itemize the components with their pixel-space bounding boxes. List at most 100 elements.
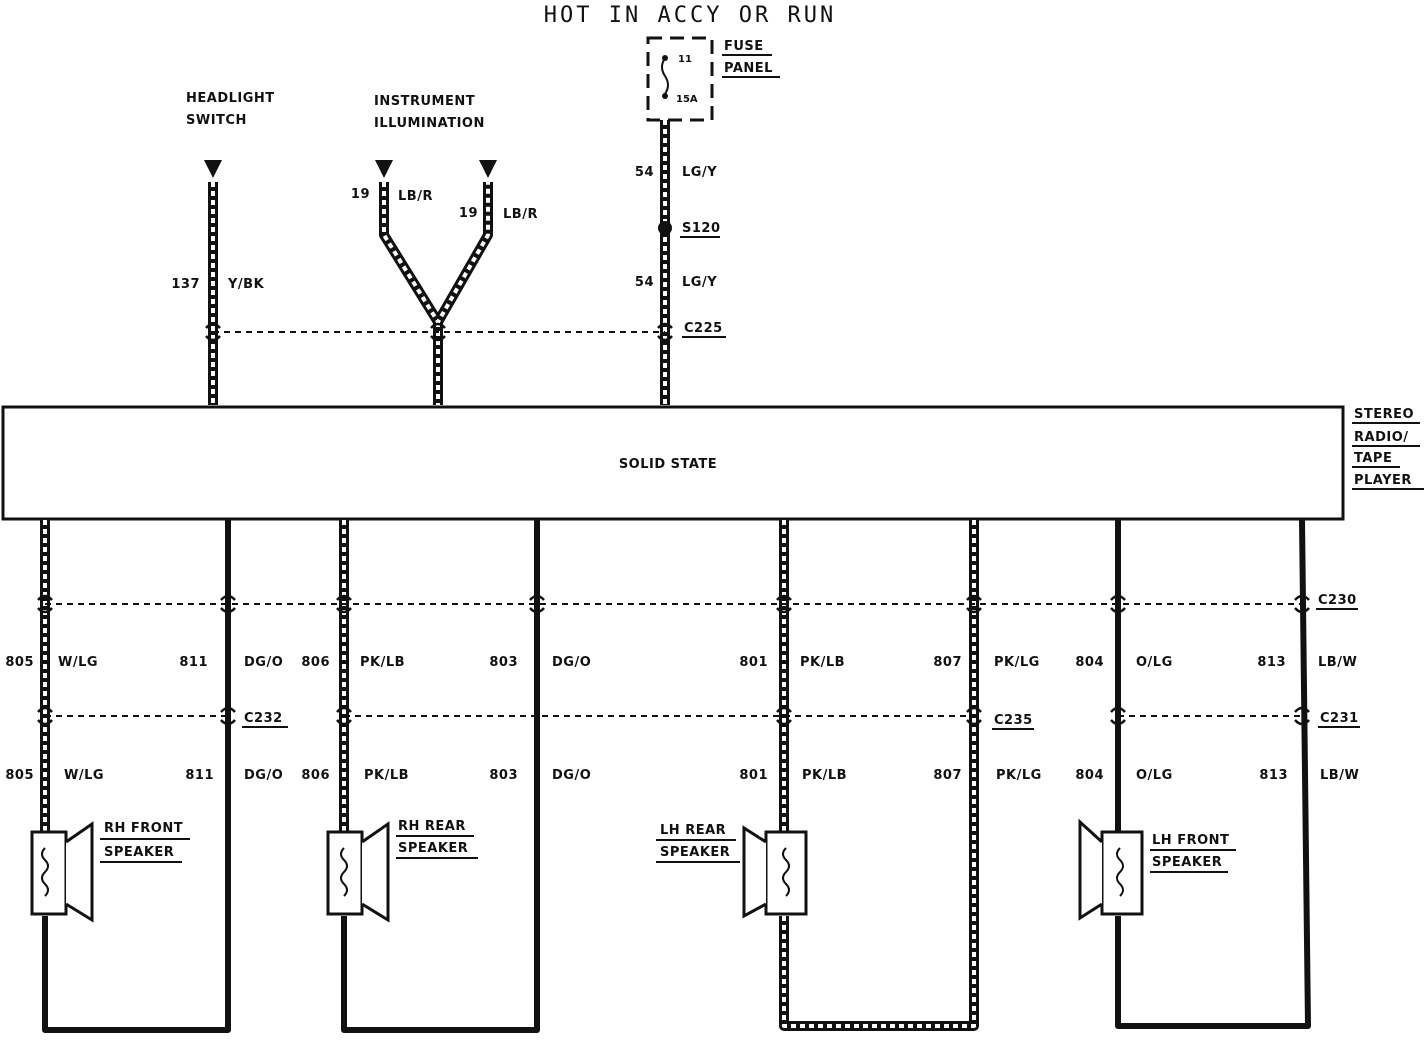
feed-lower-circuit: 54: [635, 275, 654, 290]
radio-label-line3: TAPE: [1354, 451, 1392, 466]
instrument-left-arrow-icon: [375, 160, 393, 178]
wire-811-circuit-upper: 811: [179, 655, 208, 670]
connector-pin-mark: [776, 706, 792, 726]
connector-pin-mark: [37, 706, 53, 726]
connector-pin-mark: [966, 706, 982, 726]
connector-pin-mark: [220, 594, 236, 614]
instrument-right-arrow-icon: [479, 160, 497, 178]
wire-803-color-lower: DG/O: [552, 768, 591, 783]
wire-807-circuit-upper: 807: [933, 655, 962, 670]
wire-801-color-lower: PK/LB: [802, 768, 847, 783]
wire-811-circuit-lower: 811: [185, 768, 214, 783]
radio-label-line2: RADIO/: [1354, 430, 1409, 445]
power-feed: 54 LG/Y S120 54 LG/Y: [635, 120, 721, 405]
wire-804-color-lower: O/LG: [1136, 768, 1173, 783]
lh-front-label-line2: SPEAKER: [1152, 855, 1222, 870]
connector-pin-mark: [336, 594, 352, 614]
wire-806-circuit-lower: 806: [301, 768, 330, 783]
fuse-number: 11: [678, 54, 692, 65]
wire-805-color-lower: W/LG: [64, 768, 104, 783]
rh-front-speaker-icon: [30, 821, 94, 923]
rh-front-label-line2: SPEAKER: [104, 845, 174, 860]
connector-pin-mark: [336, 706, 352, 726]
wire-804-circuit-upper: 804: [1075, 655, 1104, 670]
lh-front-label-line1: LH FRONT: [1152, 833, 1229, 848]
wire-813-circuit-upper: 813: [1257, 655, 1286, 670]
wire-813-circuit-lower: 813: [1259, 768, 1288, 783]
connector-c231: C231: [1118, 711, 1360, 728]
splice-s120-label: S120: [682, 221, 721, 236]
wire-806-circuit-upper: 806: [301, 655, 330, 670]
wire-803-circuit-lower: 803: [489, 768, 518, 783]
radio-label-line1: STEREO: [1354, 407, 1414, 422]
splice-s120-icon: [658, 221, 672, 235]
connector-pin-mark: [1110, 706, 1126, 726]
wire-803-color-upper: DG/O: [552, 655, 591, 670]
rh-front-label-line1: RH FRONT: [104, 821, 183, 836]
fuse-panel: 11 15A FUSE PANEL: [646, 36, 780, 122]
wire-801-circuit-upper: 801: [739, 655, 768, 670]
wire-807-color-lower: PK/LG: [996, 768, 1042, 783]
connector-pin-mark: [1110, 594, 1126, 614]
connector-c232-label: C232: [244, 711, 283, 726]
connector-pin-mark: [966, 594, 982, 614]
connector-c225-label: C225: [684, 321, 723, 336]
wire-811-color-upper: DG/O: [244, 655, 283, 670]
fuse-rating: 15A: [676, 94, 698, 105]
lh-front-speaker-circuit: LH FRONT SPEAKER: [1078, 519, 1311, 1029]
fuse-panel-label-line1: FUSE: [724, 39, 764, 54]
instrument-left-circuit: 19: [351, 187, 370, 202]
wire-806-color-lower: PK/LB: [364, 768, 409, 783]
radio-label-line4: PLAYER: [1354, 473, 1412, 488]
wire-801-color-upper: PK/LB: [800, 655, 845, 670]
connector-c235: C235: [344, 713, 1034, 730]
connector-pin-marks: [37, 594, 1310, 726]
rh-rear-speaker-icon: [326, 821, 390, 923]
headlight-switch-label-line1: HEADLIGHT: [186, 91, 275, 106]
connector-c232: C232: [45, 711, 288, 728]
wire-813-color-lower: LB/W: [1320, 768, 1359, 783]
headlight-circuit: 137: [171, 277, 200, 292]
rh-rear-label-line2: SPEAKER: [398, 841, 468, 856]
headlight-color: Y/BK: [227, 277, 265, 292]
wire-807-color-upper: PK/LG: [994, 655, 1040, 670]
instrument-label-line1: INSTRUMENT: [374, 94, 475, 109]
rh-rear-speaker-circuit: RH REAR SPEAKER: [326, 520, 540, 1033]
lh-front-speaker-icon: [1078, 818, 1144, 921]
radio-body: [1, 405, 1345, 521]
wire-813-color-upper: LB/W: [1318, 655, 1357, 670]
headlight-switch-label-line2: SWITCH: [186, 113, 247, 128]
rh-rear-label-line1: RH REAR: [398, 819, 466, 834]
connector-pin-mark: [776, 594, 792, 614]
feed-upper-color: LG/Y: [682, 165, 717, 180]
connector-pin-mark: [1294, 706, 1310, 726]
instrument-right-circuit: 19: [459, 206, 478, 221]
wire-803-circuit-upper: 803: [489, 655, 518, 670]
connector-c230: C230: [45, 593, 1358, 610]
wire-807-circuit-lower: 807: [933, 768, 962, 783]
connector-pin-mark: [529, 594, 545, 614]
connector-pin-mark: [220, 706, 236, 726]
lh-rear-speaker-icon: [742, 825, 808, 919]
wire-804-circuit-lower: 804: [1075, 768, 1104, 783]
wire-805-circuit-lower: 805: [5, 768, 34, 783]
lh-rear-label-line1: LH REAR: [660, 823, 726, 838]
instrument-label-line2: ILLUMINATION: [374, 116, 485, 131]
connector-c230-label: C230: [1318, 593, 1357, 608]
wire-811-color-lower: DG/O: [244, 768, 283, 783]
connector-pin-mark: [1294, 594, 1310, 614]
feed-lower-color: LG/Y: [682, 275, 717, 290]
rh-front-speaker-circuit: RH FRONT SPEAKER: [30, 520, 231, 1033]
instrument-left-color: LB/R: [398, 189, 433, 204]
wire-805-circuit-upper: 805: [5, 655, 34, 670]
wire-801-circuit-lower: 801: [739, 768, 768, 783]
fuse-panel-label-line2: PANEL: [724, 61, 773, 76]
connector-c235-label: C235: [994, 713, 1033, 728]
connector-c225: C225: [205, 321, 726, 342]
connector-c231-label: C231: [1320, 711, 1359, 726]
wire-806-color-upper: PK/LB: [360, 655, 405, 670]
instrument-right-color: LB/R: [503, 207, 538, 222]
headlight-switch-feed: HEADLIGHT SWITCH 137 Y/BK: [171, 91, 274, 405]
instrument-illumination-feed: INSTRUMENT ILLUMINATION 19 LB/R 19 LB/R: [351, 94, 538, 405]
